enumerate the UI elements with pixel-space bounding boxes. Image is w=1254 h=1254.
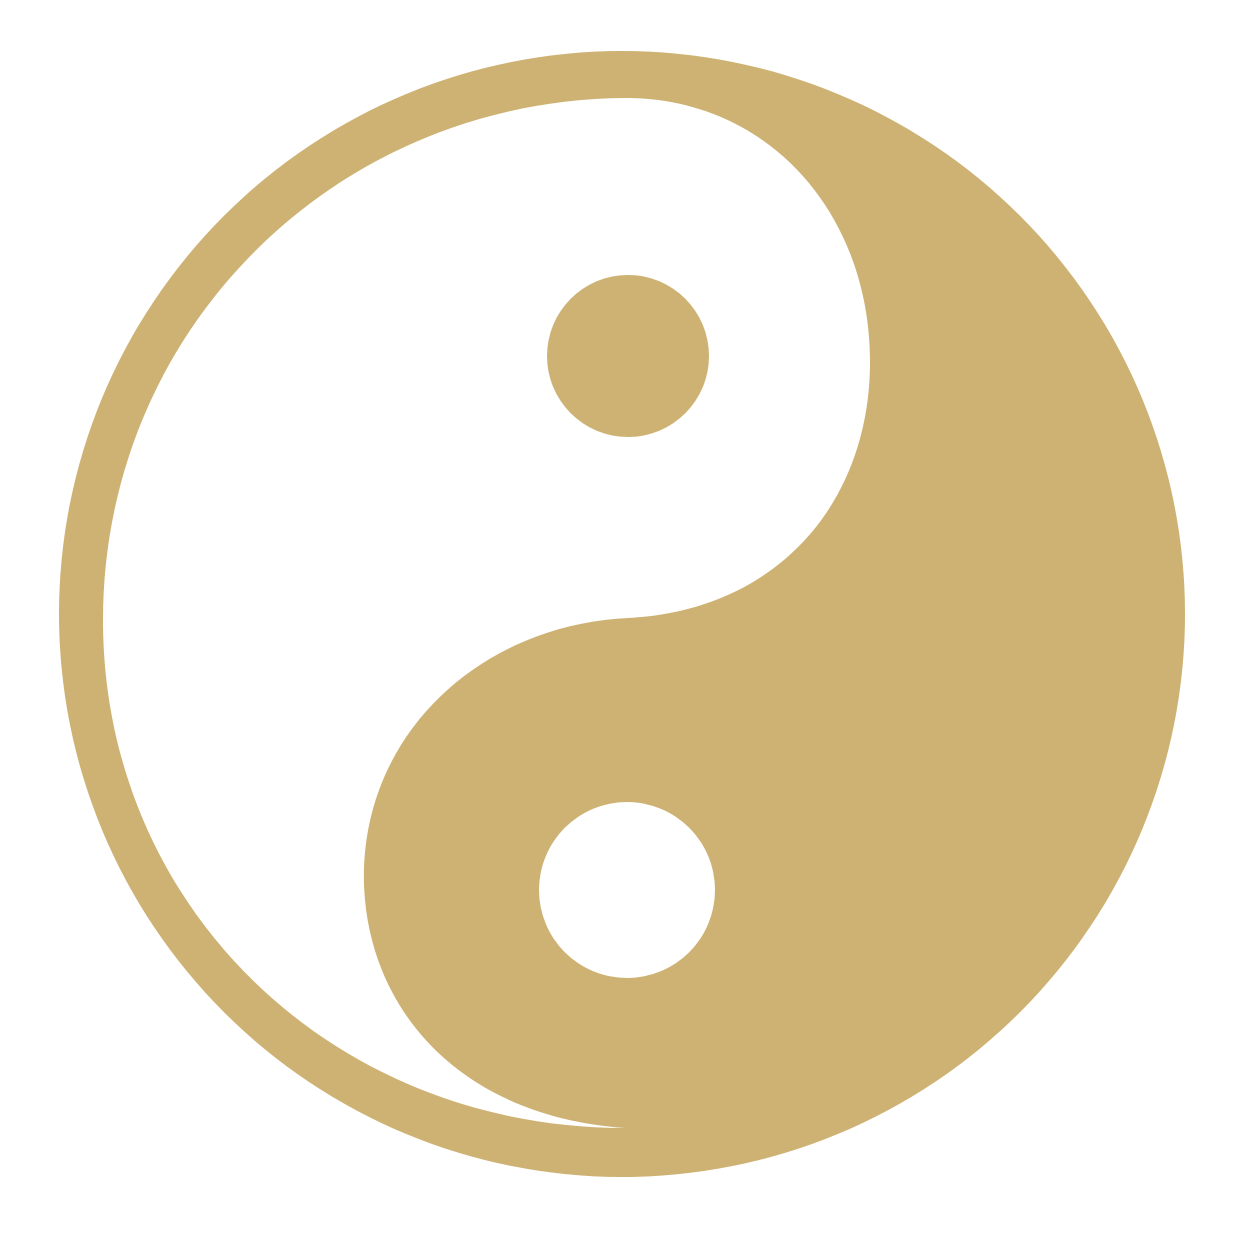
upper-gold-dot [547,275,709,437]
lower-white-dot [539,802,715,978]
